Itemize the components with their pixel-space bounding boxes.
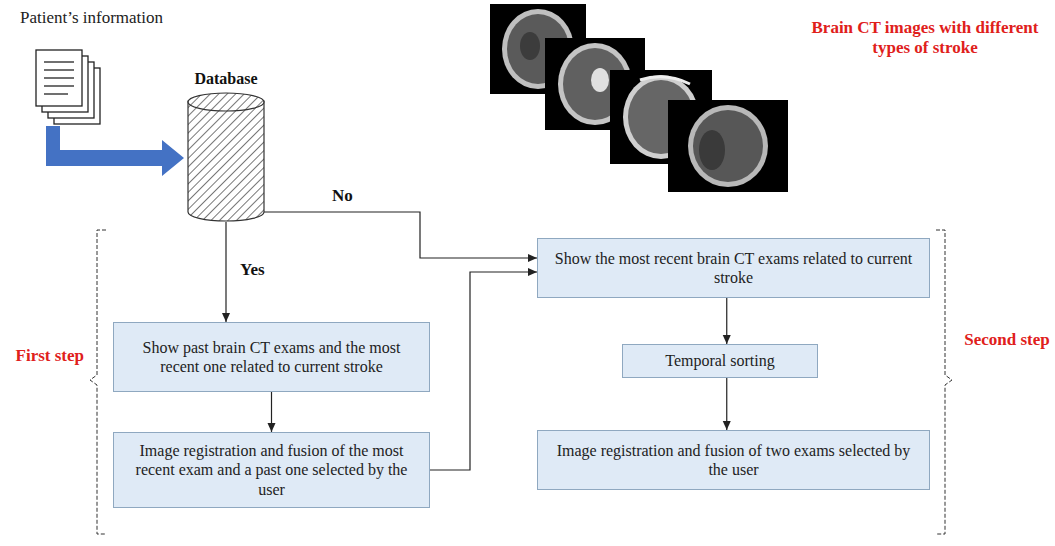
process-box: Temporal sorting bbox=[622, 344, 818, 378]
image-caption: Brain CT images with different types of … bbox=[800, 18, 1050, 57]
database-shape bbox=[186, 92, 266, 222]
box-text-group: Temporal sorting bbox=[665, 351, 775, 370]
flow-arrow bbox=[264, 212, 537, 258]
box-text-group: Show the most recent brain CT exams rela… bbox=[548, 249, 919, 287]
box-text: Show the most recent brain CT exams rela… bbox=[548, 249, 919, 287]
process-box: Show past brain CT exams and the most re… bbox=[113, 322, 430, 392]
process-box: Image registration and fusion of the mos… bbox=[113, 432, 430, 508]
database-label: Database bbox=[186, 70, 266, 88]
step-label: First step bbox=[4, 346, 84, 366]
box-text: Show past brain CT exams and the most re… bbox=[124, 338, 419, 376]
step-label: Second step bbox=[962, 330, 1052, 350]
step-bracket bbox=[936, 230, 952, 534]
database-cylinder: Database bbox=[186, 70, 266, 222]
box-text: Image registration and fusion of the mos… bbox=[124, 441, 419, 499]
flow-arrow bbox=[726, 298, 727, 344]
flow-arrow bbox=[726, 378, 727, 430]
box-text: Temporal sorting bbox=[665, 351, 775, 370]
flow-arrow bbox=[430, 272, 537, 470]
box-text-group: Image registration and fusion of the mos… bbox=[124, 441, 419, 499]
process-box: Image registration and fusion of two exa… bbox=[537, 430, 930, 490]
flow-arrow bbox=[271, 392, 272, 432]
ct-image-stack bbox=[490, 4, 788, 192]
flow-arrow bbox=[225, 222, 226, 322]
input-label: Patient’s information bbox=[20, 8, 220, 28]
box-text-group: Show past brain CT exams and the most re… bbox=[124, 338, 419, 376]
box-text-group: Image registration and fusion of two exa… bbox=[548, 441, 919, 479]
edge-label: No bbox=[330, 186, 355, 206]
document-stack-icon bbox=[36, 50, 100, 124]
input-arrow bbox=[46, 126, 184, 176]
process-box: Show the most recent brain CT exams rela… bbox=[537, 238, 930, 298]
step-bracket bbox=[90, 230, 106, 534]
box-text: Image registration and fusion of two exa… bbox=[548, 441, 919, 479]
edge-label: Yes bbox=[238, 260, 267, 280]
